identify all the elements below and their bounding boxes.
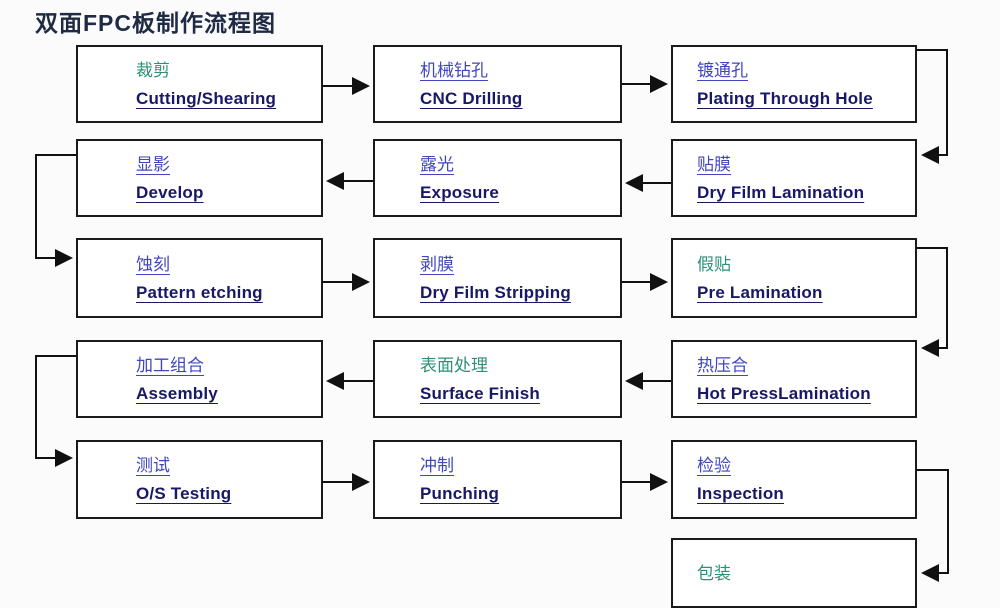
flow-box-cnc-drilling: 机械钻孔 CNC Drilling [373, 45, 622, 123]
flow-box-punching: 冲制 Punching [373, 440, 622, 519]
arrow-assembly-to-testing [35, 355, 76, 467]
flow-box-label-en: Plating Through Hole [697, 88, 873, 108]
flow-box-plating-through-hole: 镀通孔 Plating Through Hole [671, 45, 917, 123]
flow-box-label-en: O/S Testing [136, 484, 232, 503]
flow-box-label-zh: 表面处理 [420, 355, 488, 375]
arrow-prelamination-to-hotpress [917, 247, 948, 357]
flow-box-label-en: Inspection [697, 484, 785, 503]
flow-box-label-en: Dry Film Stripping [420, 282, 571, 302]
flow-box-dry-film-stripping: 剥膜 Dry Film Stripping [373, 238, 622, 318]
flow-box-label-zh: 加工组合 [136, 355, 204, 375]
flow-box-label-en: Pattern etching [136, 282, 263, 302]
arrow-develop-to-etching [35, 154, 76, 267]
flow-box-label-en: Pre Lamination [697, 282, 823, 302]
flow-box-label-zh: 蚀刻 [136, 254, 170, 274]
flow-box-label-zh: 假贴 [697, 254, 731, 274]
flow-box-develop: 显影 Develop [76, 139, 323, 217]
flow-box-os-testing: 测试 O/S Testing [76, 440, 323, 519]
flow-box-assembly: 加工组合 Assembly [76, 340, 323, 418]
flow-box-label-zh: 测试 [136, 456, 170, 475]
flow-box-label-zh: 热压合 [697, 355, 748, 375]
flow-box-label-zh: 包装 [697, 563, 731, 583]
flow-box-label-zh: 机械钻孔 [420, 60, 488, 80]
arrow-inspection-to-packing [917, 469, 949, 582]
flow-box-inspection: 检验 Inspection [671, 440, 917, 519]
flow-box-label-en: CNC Drilling [420, 88, 523, 108]
flow-arrows [35, 49, 949, 582]
flow-box-label-en: Punching [420, 484, 500, 503]
flow-box-label-en: Dry Film Lamination [697, 182, 865, 202]
flow-box-label-en: Hot PressLamination [697, 383, 871, 403]
flow-box-label-zh: 镀通孔 [697, 60, 748, 80]
arrow-plating-to-dryfilmlamination [917, 49, 948, 164]
flow-box-label-en: Cutting/Shearing [136, 88, 277, 108]
flow-box-exposure: 露光 Exposure [373, 139, 622, 217]
flow-box-label-zh: 裁剪 [136, 60, 170, 80]
flow-box-label-en: Surface Finish [420, 383, 540, 403]
flow-box-dry-film-lamination: 贴膜 Dry Film Lamination [671, 139, 917, 217]
flow-box-cutting: 裁剪 Cutting/Shearing [76, 45, 323, 123]
flow-box-pattern-etching: 蚀刻 Pattern etching [76, 238, 323, 318]
flow-box-packing: 包装 [671, 538, 917, 608]
flow-box-label-zh: 露光 [420, 154, 454, 174]
flow-box-label-en: Assembly [136, 383, 218, 403]
flow-box-pre-lamination: 假贴 Pre Lamination [671, 238, 917, 318]
flow-box-label-en: Develop [136, 182, 204, 202]
page-title: 双面FPC板制作流程图 [35, 10, 276, 36]
flow-box-label-zh: 显影 [136, 154, 170, 174]
flow-box-hot-press-lamination: 热压合 Hot PressLamination [671, 340, 917, 418]
flow-box-label-en: Exposure [420, 182, 500, 202]
flow-box-label-zh: 检验 [697, 456, 731, 475]
flow-box-label-zh: 贴膜 [697, 154, 731, 174]
flow-box-label-zh: 冲制 [420, 456, 454, 475]
flow-box-label-zh: 剥膜 [420, 254, 454, 274]
flow-box-surface-finish: 表面处理 Surface Finish [373, 340, 622, 418]
